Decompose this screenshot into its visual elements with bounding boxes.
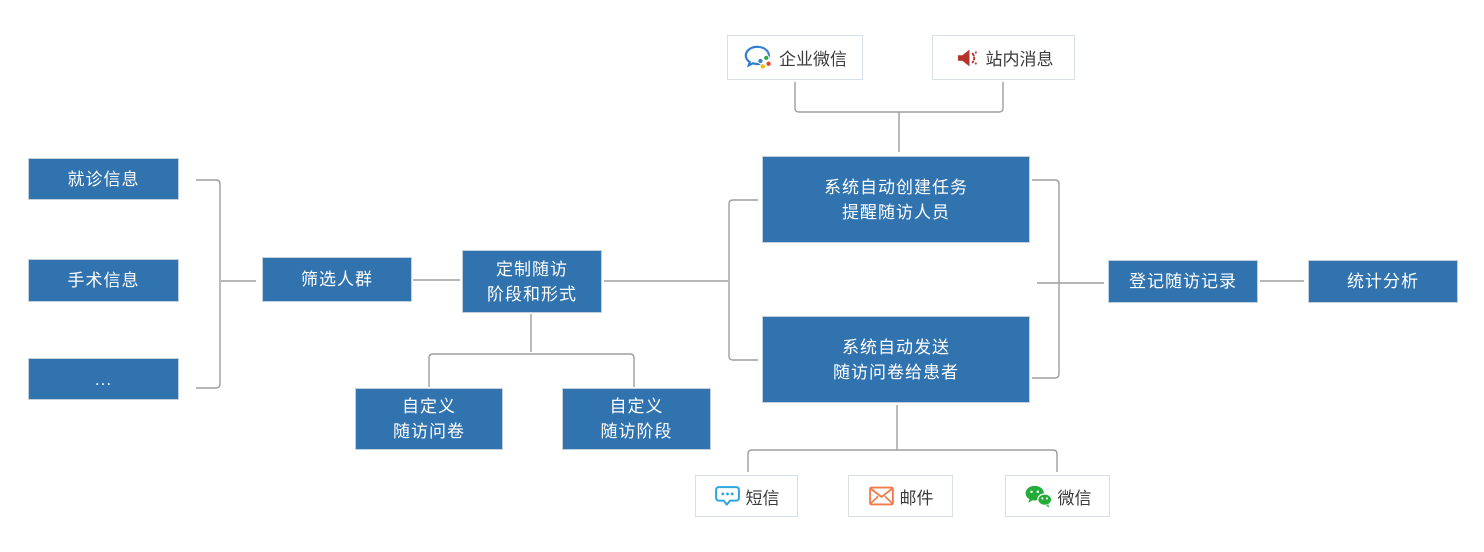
node-visit-info: 就诊信息 (28, 158, 179, 200)
channel-mail: 邮件 (848, 475, 953, 517)
node-filter-population: 筛选人群 (262, 257, 412, 302)
wechat-icon (1024, 484, 1053, 509)
node-custom-questionnaire: 自定义 随访问卷 (355, 388, 503, 450)
node-more-sources: ... (28, 358, 179, 400)
channel-mail-label: 邮件 (899, 488, 934, 508)
wechat-work-icon (743, 44, 774, 71)
site-message-megaphone-icon (954, 46, 981, 70)
channel-wechat-label: 微信 (1057, 488, 1092, 508)
node-auto-create-task: 系统自动创建任务 提醒随访人员 (762, 156, 1030, 243)
node-customize-stages: 定制随访 阶段和形式 (462, 250, 602, 313)
channel-wechat: 微信 (1005, 475, 1110, 517)
channel-site-message: 站内消息 (932, 35, 1075, 80)
node-surgery-info: 手术信息 (28, 259, 179, 302)
sms-bubble-icon (714, 484, 741, 508)
channel-sms-label: 短信 (745, 488, 780, 508)
mail-envelope-icon (868, 485, 895, 507)
node-auto-send-questionnaire: 系统自动发送 随访问卷给患者 (762, 316, 1030, 403)
node-custom-stage: 自定义 随访阶段 (562, 388, 711, 450)
channel-site-message-label: 站内消息 (985, 50, 1054, 69)
channel-wechat-work: 企业微信 (727, 35, 863, 80)
node-register-record: 登记随访记录 (1108, 260, 1258, 303)
channel-sms: 短信 (695, 475, 798, 517)
channel-wechat-work-label: 企业微信 (779, 50, 847, 69)
node-statistical-analysis: 统计分析 (1308, 260, 1458, 303)
